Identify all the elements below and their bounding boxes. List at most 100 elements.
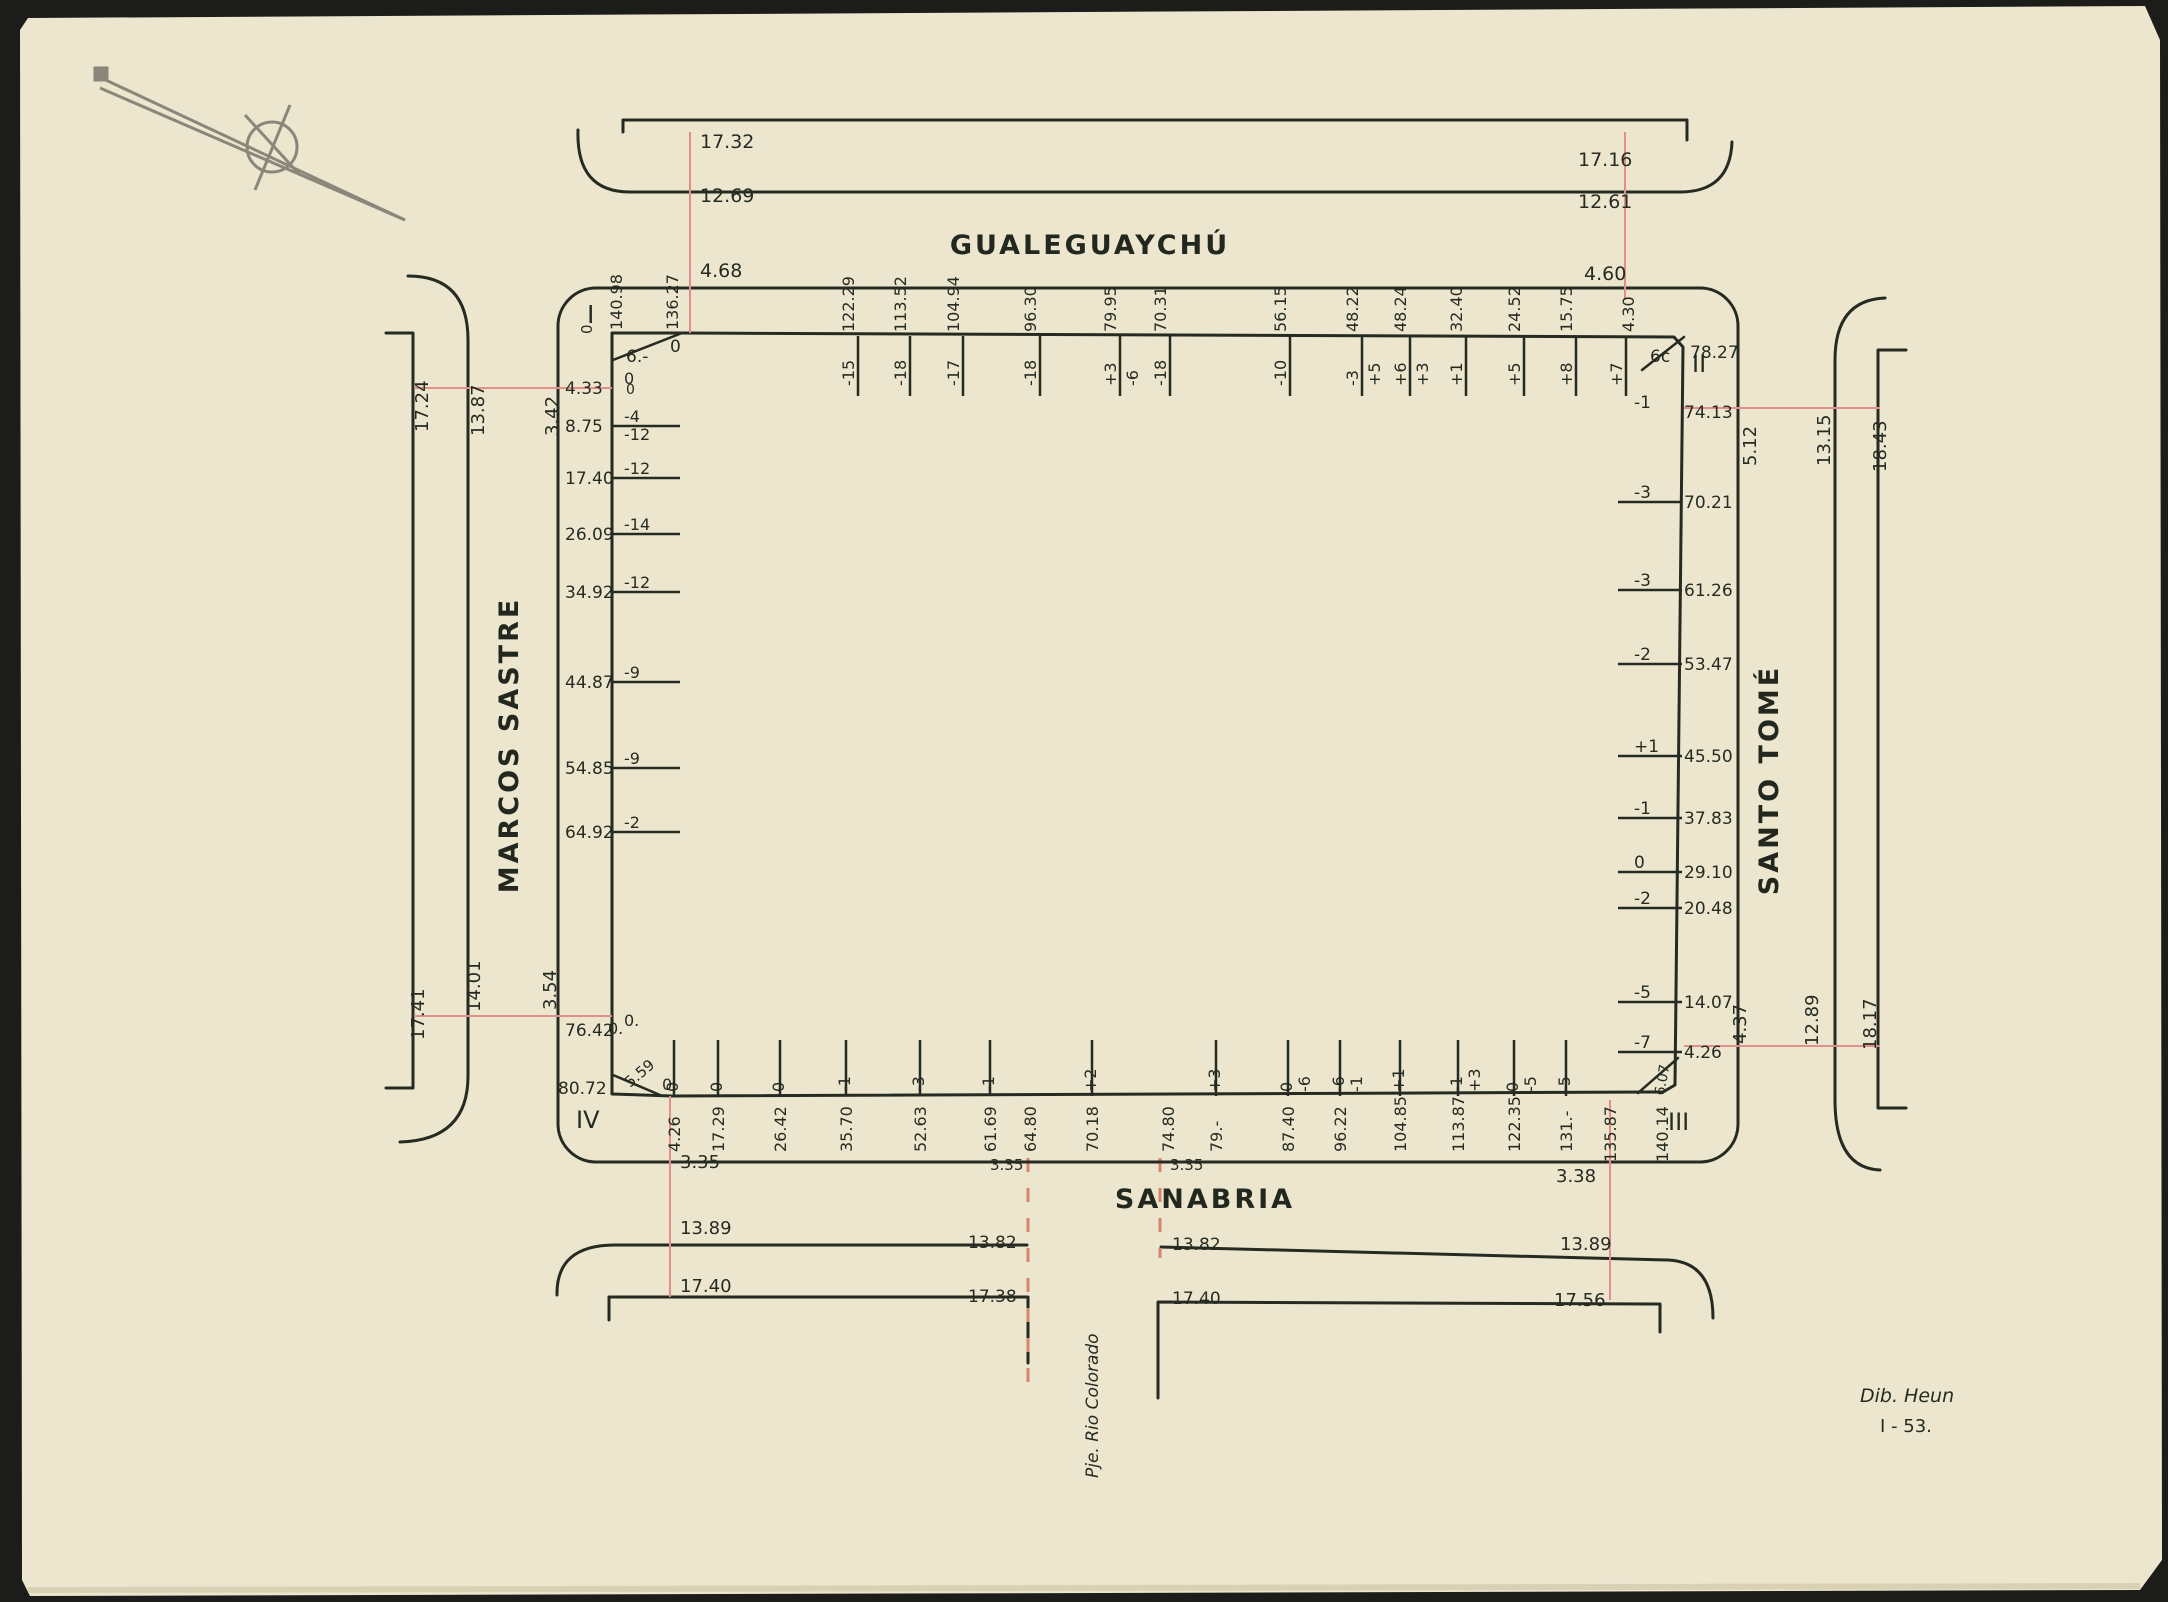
nw-top-value: 140.98 xyxy=(607,274,626,330)
east-level-value: -5 xyxy=(1634,983,1651,1003)
north-level-value: -3 xyxy=(1343,370,1362,386)
north-level-value: -10 xyxy=(1271,360,1290,386)
east-n-building-to-curb: 5.12 xyxy=(1740,426,1761,466)
corner-label-1: I xyxy=(587,300,594,329)
east-s-width-total: 18.17 xyxy=(1860,998,1881,1050)
north-e-curb-to-curb: 12.61 xyxy=(1578,191,1632,213)
north-frontage-value: 15.75 xyxy=(1557,286,1576,332)
nw-zero-mark: 0 xyxy=(626,382,635,398)
south-level-value-2: -1 xyxy=(1347,1076,1366,1092)
east-s-building-to-curb: 4.37 xyxy=(1730,1004,1751,1044)
south-frontage-value: 52.63 xyxy=(911,1106,930,1152)
north-level-value: +1 xyxy=(1447,362,1466,386)
west-level-value: -9 xyxy=(624,663,640,682)
east-level-value: -7 xyxy=(1634,1033,1651,1053)
west-s-curb-to-curb: 14.01 xyxy=(464,960,485,1012)
south-level-value: 0 xyxy=(769,1082,788,1092)
west-street-curbs xyxy=(384,274,470,1144)
nw-right-value: 136.27 xyxy=(663,274,682,330)
south-pr-building-to-curb: 3.35 xyxy=(1170,1156,1203,1174)
south-level-value: +3 xyxy=(1205,1068,1224,1092)
west-s-building-to-curb: 3.54 xyxy=(540,970,561,1010)
south-w-building-to-curb: 3.35 xyxy=(680,1152,720,1173)
east-frontage-value: 4.26 xyxy=(1684,1043,1722,1063)
south-frontage-value: 104.85 xyxy=(1391,1096,1410,1152)
sw-left-value: 80.72 xyxy=(558,1079,607,1099)
south-pr-curb-to-curb: 13.82 xyxy=(1172,1235,1221,1255)
south-level-value: 0 xyxy=(1503,1082,1522,1092)
north-frontage-value: 79.95 xyxy=(1101,286,1120,332)
east-level-value: -2 xyxy=(1634,645,1651,665)
street-name-west: MARCOS SASTRE xyxy=(494,597,525,894)
west-frontage-value: 44.87 xyxy=(565,673,614,693)
west-level-value: -12 xyxy=(624,459,650,478)
north-frontage-value: 96.30 xyxy=(1021,286,1040,332)
north-w-curb-to-curb: 12.69 xyxy=(700,185,754,207)
corner-label-2: II xyxy=(1692,350,1706,378)
south-frontage-value: 96.22 xyxy=(1331,1106,1350,1152)
west-n-width-total: 17.24 xyxy=(412,380,433,432)
west-level-value: -4 xyxy=(624,407,640,426)
west-level-value: 0. xyxy=(624,1011,639,1030)
north-level-value: +7 xyxy=(1607,362,1626,386)
north-street-curbs xyxy=(576,118,1734,194)
south-frontage-value: 74.80 xyxy=(1159,1106,1178,1152)
west-frontage-value: 4.33 xyxy=(565,379,603,399)
south-street-curbs xyxy=(555,1243,1715,1400)
nw-level-zero: 0 xyxy=(670,337,681,357)
north-level-value-2: +3 xyxy=(1413,362,1432,386)
south-frontage-value: 64.80 xyxy=(1021,1106,1040,1152)
nw-chamfer-length: 6.- xyxy=(626,347,648,367)
west-frontage-value: 8.75 xyxy=(565,417,603,437)
west-frontage-value: 26.09 xyxy=(565,525,614,545)
west-level-value: -2 xyxy=(624,813,640,832)
north-frontage-value: 32.40 xyxy=(1447,286,1466,332)
signature-line-1: Dib. Heun xyxy=(1860,1385,1954,1407)
south-pl-building-to-curb: 3.35 xyxy=(990,1156,1023,1174)
passage-name: Pje. Rio Colorado xyxy=(1083,1333,1103,1478)
se-chamfer-value: 6.07 xyxy=(1652,1063,1673,1096)
west-frontage-value: 34.92 xyxy=(565,583,614,603)
west-level-value: -12 xyxy=(624,573,650,592)
east-frontage-value: 61.26 xyxy=(1684,581,1733,601)
ne-top-value: 4.30 xyxy=(1619,296,1638,332)
south-pl-curb-to-curb: 13.82 xyxy=(968,1233,1017,1253)
red-dimension-lines xyxy=(414,132,1880,1300)
south-frontage-value: 4.26 xyxy=(665,1116,684,1152)
east-level-value: +1 xyxy=(1634,737,1659,757)
ne-chamfer xyxy=(1640,335,1686,372)
south-level-value: 0 xyxy=(1277,1082,1296,1092)
north-frontage-value: 113.52 xyxy=(891,276,910,332)
east-n-curb-to-curb: 13.15 xyxy=(1814,414,1835,466)
sw-dot-mark: 0. xyxy=(608,1019,623,1038)
south-level-value-2: +3 xyxy=(1465,1068,1484,1092)
sw-chamfer xyxy=(611,1073,662,1097)
north-e-building-to-curb: 4.60 xyxy=(1584,263,1626,285)
south-frontage-value: 26.42 xyxy=(771,1106,790,1152)
west-level-value-2: -12 xyxy=(624,425,650,444)
east-level-value: -3 xyxy=(1634,571,1651,591)
north-level-value: -18 xyxy=(1151,360,1170,386)
north-frontage-value: 24.52 xyxy=(1505,286,1524,332)
east-s-curb-to-curb: 12.89 xyxy=(1802,994,1823,1046)
east-level-value: -3 xyxy=(1634,483,1651,503)
street-name-north: GUALEGUAYCHÚ xyxy=(950,229,1230,261)
south-frontage-value: 17.29 xyxy=(709,1106,728,1152)
north-level-value: -15 xyxy=(839,360,858,386)
north-frontage-value: 56.15 xyxy=(1271,286,1290,332)
nw-chamfer xyxy=(611,331,684,362)
north-e-width-total: 17.16 xyxy=(1578,149,1632,171)
frontage-dimension-labels: 122.29-15113.52-18104.94-1796.30-1879.95… xyxy=(565,276,1733,1152)
west-level-value: -14 xyxy=(624,515,650,534)
north-w-building-to-curb: 4.68 xyxy=(700,260,742,282)
east-frontage-value: 20.48 xyxy=(1684,899,1733,919)
se-left-value: 135.87 xyxy=(1601,1106,1620,1162)
east-level-value: -1 xyxy=(1634,799,1651,819)
street-name-east: SANTO TOMÉ xyxy=(1753,665,1785,895)
east-frontage-value: 29.10 xyxy=(1684,863,1733,883)
west-frontage-value: 76.42 xyxy=(565,1021,614,1041)
north-level-value: -18 xyxy=(891,360,910,386)
south-level-value: -3 xyxy=(909,1076,928,1092)
east-level-value: 0 xyxy=(1634,853,1645,873)
